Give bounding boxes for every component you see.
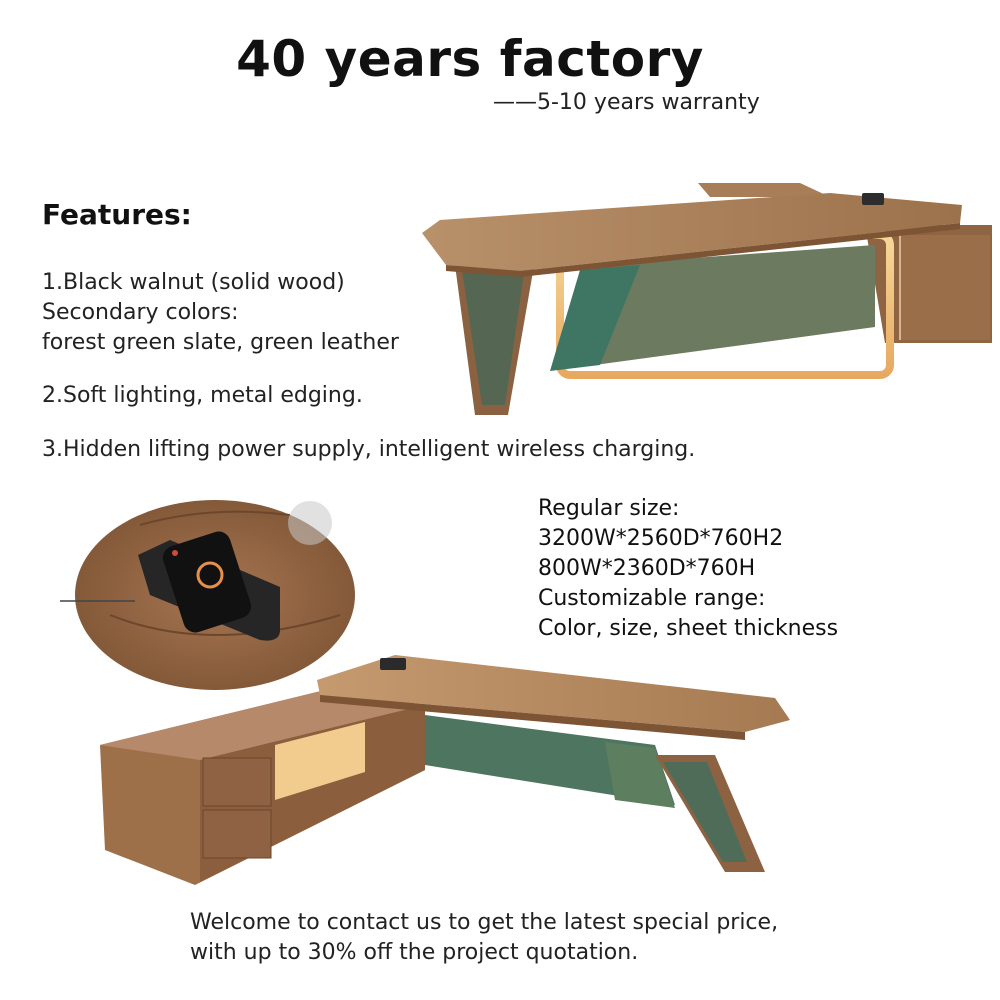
desk-image-top	[422, 183, 992, 415]
footer-line-2: with up to 30% off the project quotation…	[190, 940, 639, 965]
feature-2-lighting: 2.Soft lighting, metal edging.	[42, 383, 363, 408]
warranty-subtitle: ——5-10 years warranty	[493, 90, 760, 115]
feature-1-secondary-label: Secondary colors:	[42, 300, 239, 325]
spec-regular-size-label: Regular size:	[538, 496, 680, 521]
features-heading: Features:	[42, 198, 192, 231]
feature-3-power: 3.Hidden lifting power supply, intellige…	[42, 437, 696, 462]
charging-detail-image	[60, 500, 355, 690]
desk-image-bottom	[100, 655, 790, 885]
feature-1-secondary-colors: forest green slate, green leather	[42, 330, 399, 355]
spec-custom-range-label: Customizable range:	[538, 586, 766, 611]
spec-custom-options: Color, size, sheet thickness	[538, 616, 839, 641]
spec-size-1: 3200W*2560D*760H2	[538, 526, 784, 551]
page-title: 40 years factory	[236, 30, 704, 88]
spec-size-2: 800W*2360D*760H	[538, 556, 756, 581]
footer-line-1: Welcome to contact us to get the latest …	[190, 910, 779, 935]
feature-1-material: 1.Black walnut (solid wood)	[42, 270, 345, 295]
